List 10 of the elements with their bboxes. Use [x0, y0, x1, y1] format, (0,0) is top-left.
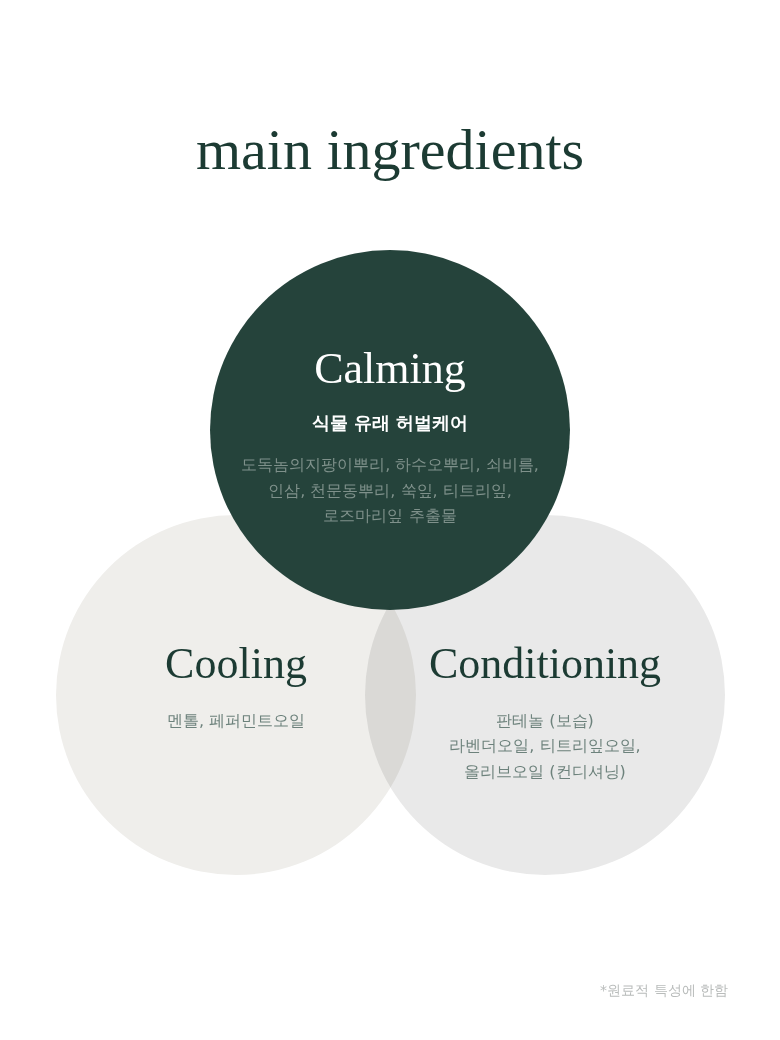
category-heading: Calming	[314, 344, 466, 395]
category-heading: Cooling	[165, 639, 307, 690]
ingredient-list: 라벤더오일, 티트리잎오일, 올리브오일 (컨디셔닝)	[430, 733, 660, 785]
category-subtitle: 식물 유래 허벌케어	[311, 410, 469, 434]
category-heading: Conditioning	[428, 639, 662, 690]
footnote: *원료적 특성에 한함	[600, 982, 728, 1000]
ingredient-list: 도독놈의지팡이뿌리, 하수오뿌리, 쇠비름, 인삼, 천문동뿌리, 쑥잎, 티트리잎, 로즈마리잎 추출물	[240, 452, 540, 529]
page-title: main ingredients	[195, 118, 585, 182]
ingredient-list: 멘톨, 페퍼민트오일	[166, 707, 306, 734]
ingredient-list: 판테놀 (보습)	[496, 707, 594, 734]
